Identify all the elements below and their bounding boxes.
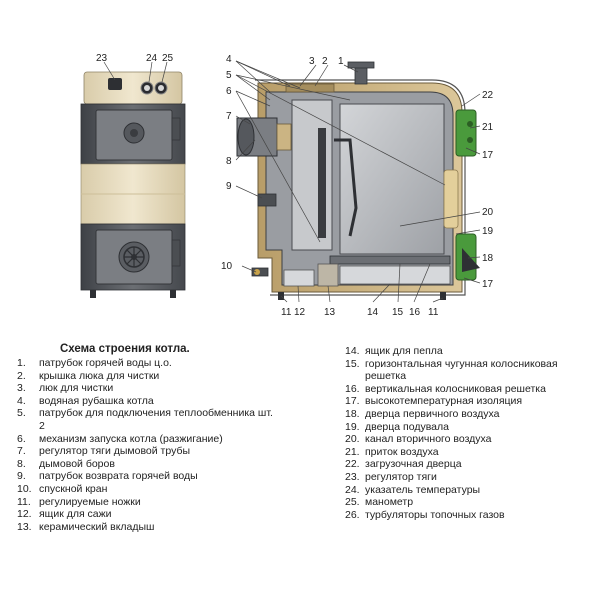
callout-7: 7 (226, 111, 232, 122)
front-foot-left (90, 290, 96, 298)
legend-left-column: 1.патрубок горячей воды ц.о. 2.крышка лю… (17, 357, 277, 533)
boiler-diagram: 23 24 25 4 5 6 7 8 9 10 3 2 1 22 21 17 2… (80, 53, 494, 318)
leader-lines (103, 60, 481, 303)
callout-9: 9 (226, 181, 232, 192)
legend-right-column: 14.ящик для пепла 15.горизонтальная чугу… (345, 345, 580, 521)
section-loading-door (455, 109, 477, 157)
legend-title: Схема строения котла. (60, 343, 190, 355)
callout-14: 14 (367, 307, 379, 318)
callout-6: 6 (226, 86, 232, 97)
callout-19: 19 (482, 226, 494, 237)
legend-item: 13.керамический вкладыш (17, 520, 155, 533)
callout-17-bottom: 17 (482, 279, 494, 290)
section-foot-right (440, 292, 446, 300)
legend-item: 18.дверца первичного воздуха (345, 407, 500, 420)
ash-pan (339, 265, 451, 285)
legend-item: 15.горизонтальная чугунная колосниковая … (345, 357, 558, 383)
callout-3: 3 (309, 56, 315, 67)
legend-item: 21.приток воздуха (345, 445, 439, 458)
callout-22: 22 (482, 90, 494, 101)
callout-11-right: 11 (428, 307, 439, 318)
callout-25: 25 (162, 53, 174, 64)
legend-item: 6.механизм запуска котла (разжигание) (17, 432, 223, 445)
callout-10: 10 (221, 261, 233, 272)
callout-12: 12 (294, 307, 306, 318)
callout-labels: 23 24 25 4 5 6 7 8 9 10 3 2 1 22 21 17 2… (96, 53, 494, 318)
callout-2: 2 (322, 56, 328, 67)
front-foot-right (170, 290, 176, 298)
turbulators (318, 128, 326, 238)
boiler-section-view (236, 61, 480, 300)
legend-item: 26.турбуляторы топочных газов (345, 508, 505, 521)
callout-15: 15 (392, 307, 404, 318)
legend-item: 17.высокотемпературная изоляция (345, 395, 523, 408)
callout-1: 1 (338, 56, 344, 67)
callout-13: 13 (324, 307, 336, 318)
legend-item: 4.водяная рубашка котла (17, 394, 154, 407)
legend-item: 23.регулятор тяги (345, 470, 437, 483)
legend-item: 8.дымовой боров (17, 457, 115, 470)
legend-item: 2.крышка люка для чистки (17, 369, 160, 382)
callout-23: 23 (96, 53, 108, 64)
hot-water-outlet (354, 65, 368, 85)
soot-box (283, 269, 315, 287)
boiler-front-view (80, 71, 186, 298)
callout-17-top: 17 (482, 150, 494, 161)
legend-item: 19.дверца подувала (345, 420, 449, 433)
draft-regulator-knob (108, 78, 122, 90)
legend-item: 22.загрузочная дверца (345, 458, 462, 471)
legend-item: 9.патрубок возврата горячей воды (17, 470, 198, 483)
legend-item: 11.регулируемые ножки (17, 495, 141, 508)
legend-item: 10.спускной кран (17, 482, 108, 495)
callout-5: 5 (226, 70, 232, 81)
legend-item: 7.регулятор тяги дымовой трубы (17, 445, 191, 458)
legend-item: 1.патрубок горячей воды ц.о. (17, 357, 172, 369)
callout-18: 18 (482, 253, 494, 264)
ceramic-insert (317, 263, 339, 287)
legend-item: 24.указатель температуры (345, 483, 481, 496)
legend-item: 3.люк для чистки (17, 382, 114, 395)
cleaning-hatch (285, 83, 335, 93)
callout-11-left: 11 (281, 307, 292, 318)
callout-4: 4 (226, 54, 232, 65)
callout-21: 21 (482, 122, 494, 133)
callout-24: 24 (146, 53, 158, 64)
callout-20: 20 (482, 207, 494, 218)
legend-item: 14.ящик для пепла (345, 345, 443, 357)
legend-item: 25.манометр (345, 496, 414, 509)
return-pipe (257, 193, 277, 207)
legend-item: 12.ящик для сажи (17, 508, 112, 521)
callout-8: 8 (226, 156, 232, 167)
secondary-air-channel (443, 169, 459, 229)
combustion-chamber (339, 103, 445, 255)
callout-16: 16 (409, 307, 421, 318)
horizontal-grate (329, 255, 451, 265)
legend-item: 20.канал вторичного воздуха (345, 433, 492, 446)
legend-item: 16.вертикальная колосниковая решетка (345, 382, 546, 395)
legend-item: 5.патрубок для подключения теплообменник… (17, 407, 273, 432)
